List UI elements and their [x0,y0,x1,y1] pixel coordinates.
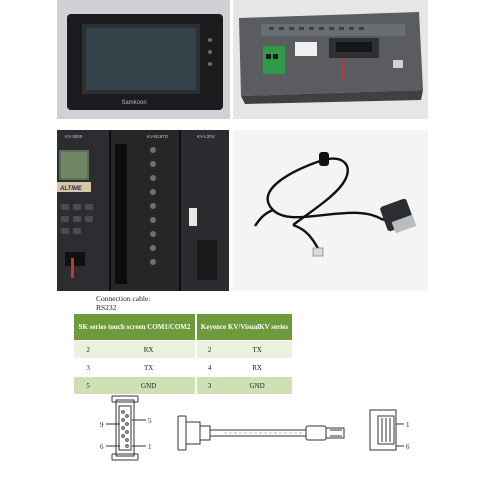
module-label: KV-3000 [65,134,83,139]
hmi-front-photo: Samkoon [57,0,230,119]
db9-side-shell [177,415,187,451]
table-cell: 2 [195,340,223,359]
db9-front-outline [115,399,135,457]
module-label: KV-B16TD [147,134,169,139]
module-label: KV-L20V [197,134,215,139]
table-cell: 2 [74,340,103,359]
connection-caption: Connection cable: RS232 [96,294,150,312]
table-cell: 3 [74,358,103,377]
connector-diagram: 9 5 6 1 1 6 [74,392,428,464]
caption-line: Connection cable: [96,294,151,303]
brand-logo: Samkoon [121,100,146,106]
table-row: 5 GND 3 GND [74,376,292,395]
hmi-back-photo [233,0,428,119]
table-cell: 4 [195,358,223,377]
pin-mapping-table: SK series touch screen COM1/COM2 Keyence… [74,314,292,395]
table-header-keyence: Keyence KV/VisualKV series [195,314,292,341]
table-cell: GND [102,376,197,395]
table-row: 2 RX 2 TX [74,340,292,359]
rj-pin-label: 6 [406,443,410,451]
rj-front-outline [369,409,397,451]
table-cell: RX [102,340,197,359]
db9-pin-label: 5 [148,417,152,425]
table-cell: 3 [195,376,223,395]
table-cell: TX [102,358,197,377]
altime-badge: ALTIME [59,186,83,192]
table-row: 3 TX 4 RX [74,358,292,377]
db9-pin-label: 1 [148,443,152,451]
db9-pin-label: 6 [100,443,104,451]
caption-line: RS232 [96,303,117,312]
table-cell: TX [222,340,292,359]
table-cell: 5 [74,376,103,395]
table-cell: RX [222,358,292,377]
table-cell: GND [222,376,292,395]
db9-pin-label: 9 [100,421,104,429]
plc-photo: ALTIME KV-3000 KV-B16TD KV-L20V [57,130,229,291]
cable-photo [233,130,428,291]
rj-pin-label: 1 [406,421,410,429]
table-header-sk: SK series touch screen COM1/COM2 [74,314,197,341]
